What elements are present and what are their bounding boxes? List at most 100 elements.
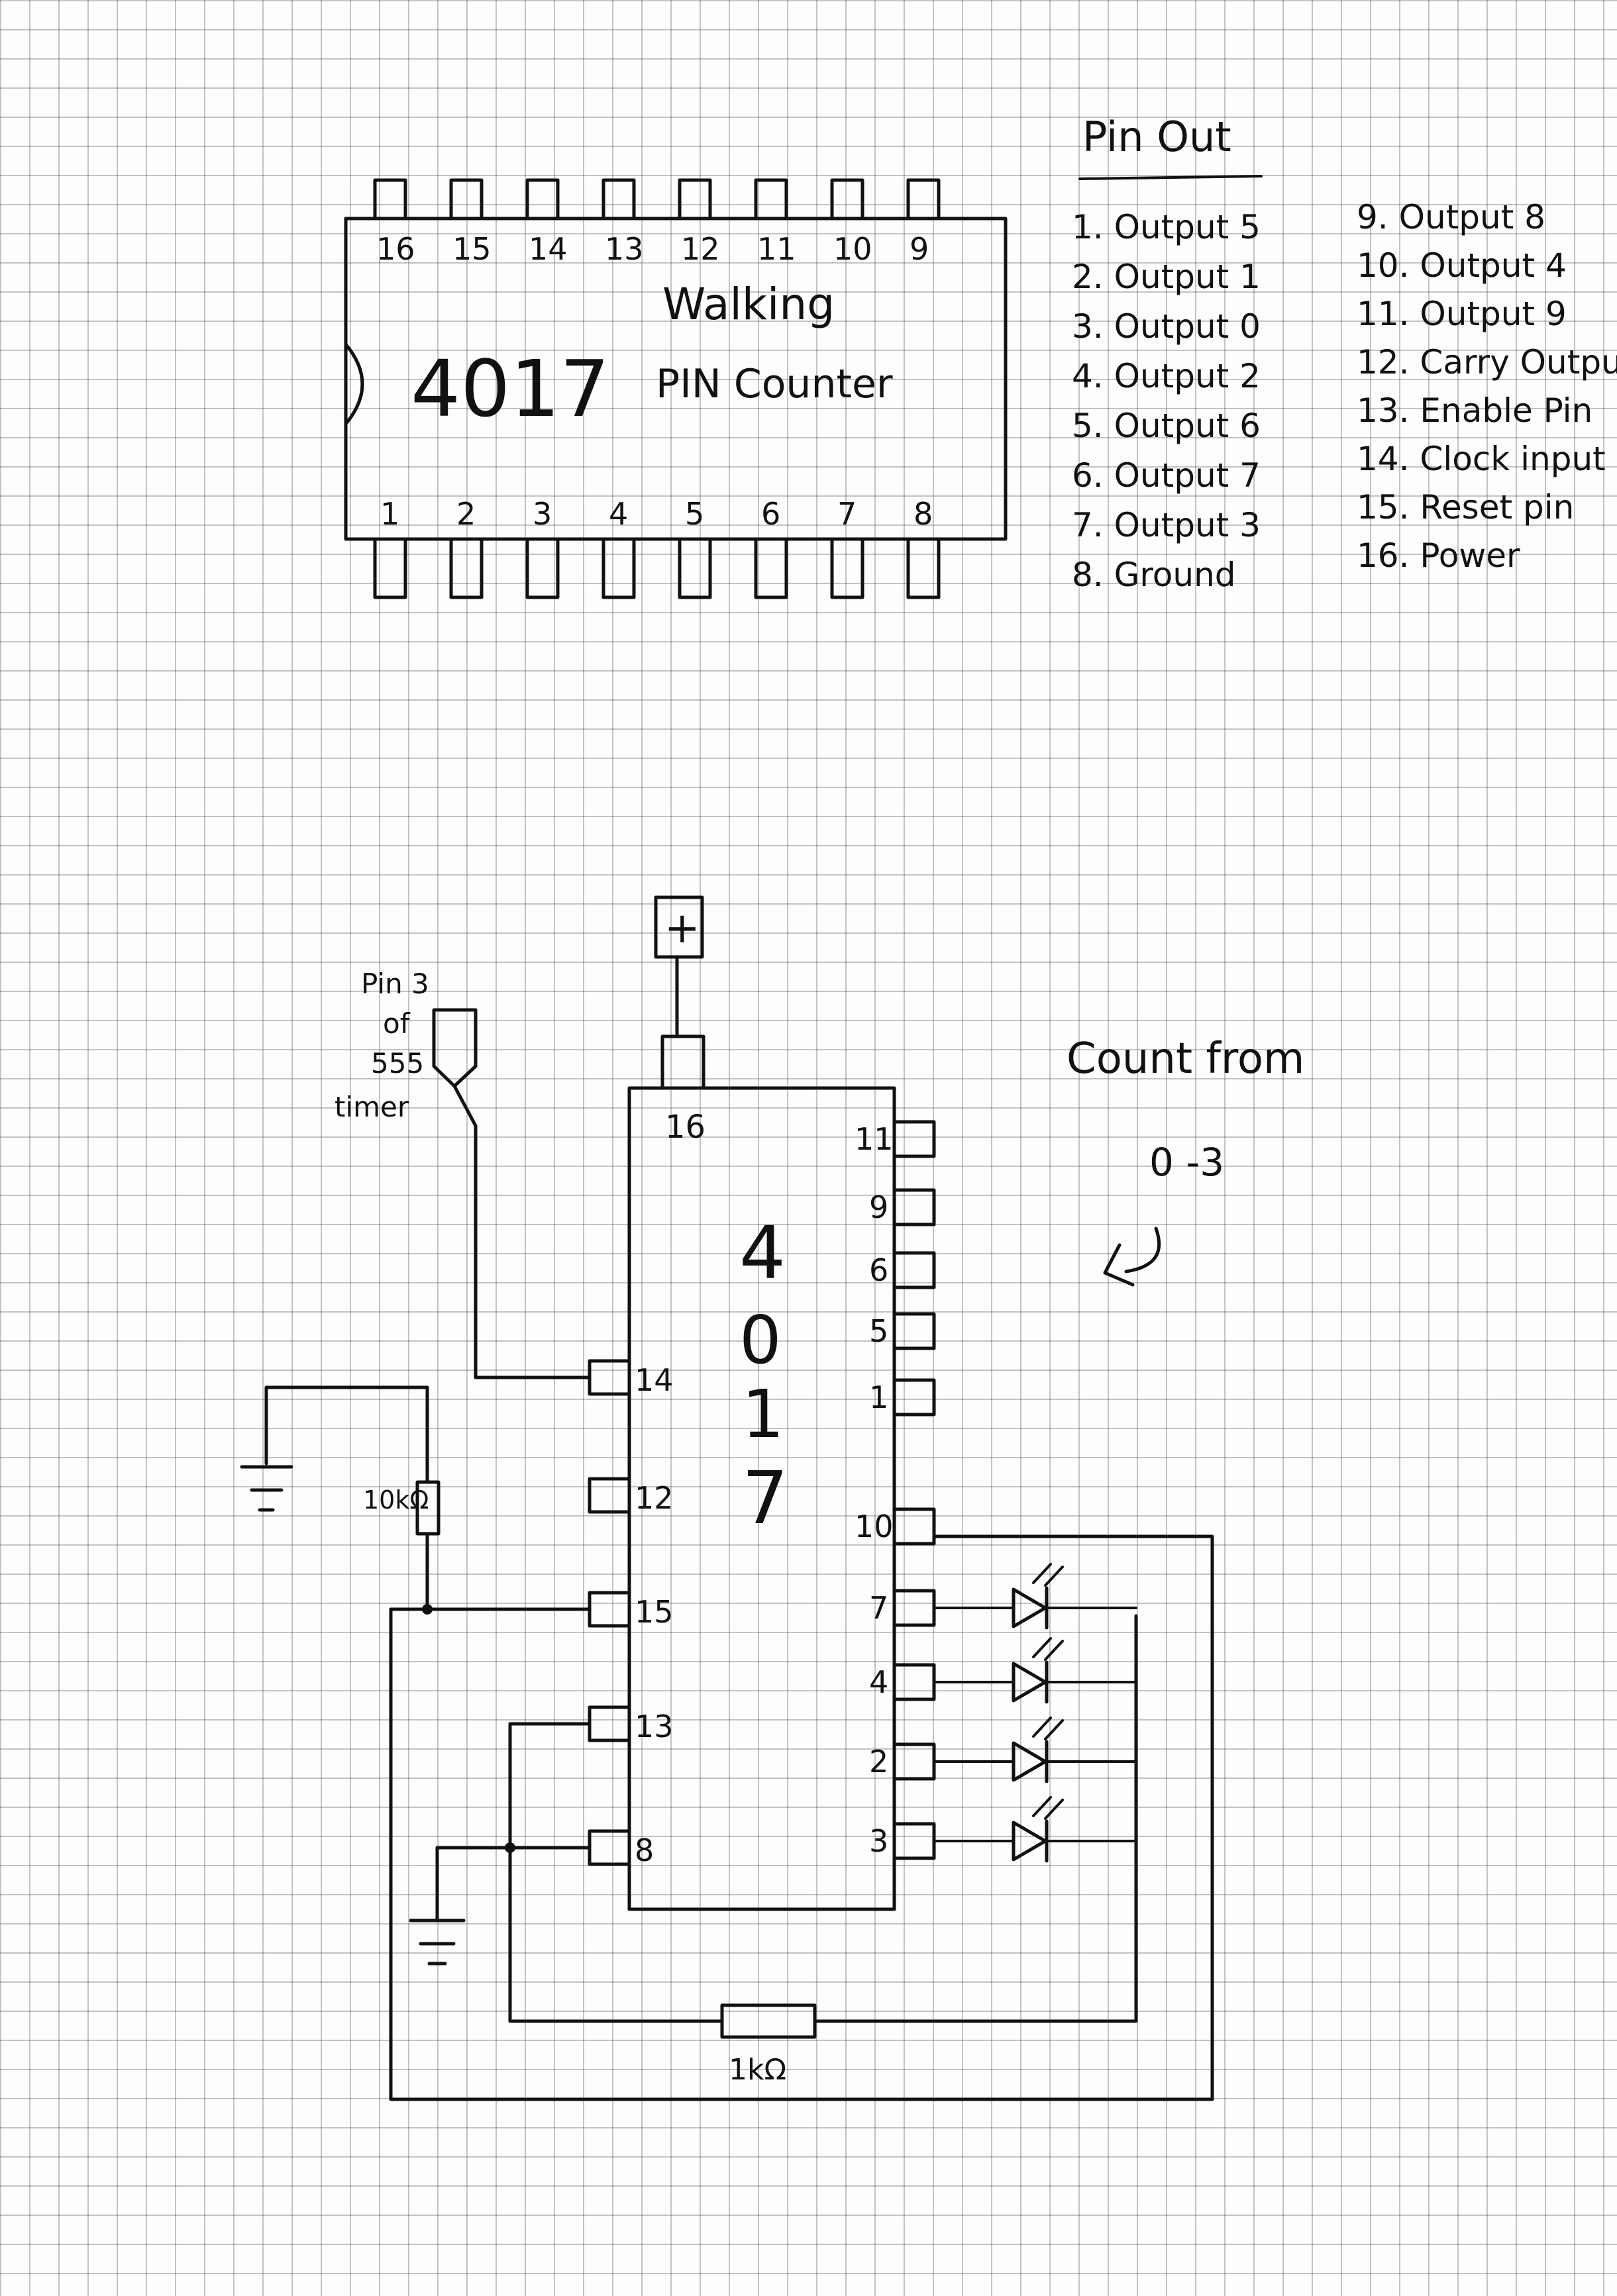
count-note-line2: 0 -3 <box>1149 1140 1224 1185</box>
pin10-label: 10 <box>855 1509 894 1544</box>
schematic: + 16 4 0 1 7 14 12 15 13 8 119651107423 … <box>240 895 1304 2101</box>
chip-top-pin-label: 15 <box>452 231 492 267</box>
chip-top-pin-15 <box>449 178 484 221</box>
chip-bottom-pin-label: 1 <box>380 496 399 532</box>
pin1-tab <box>892 1378 936 1417</box>
chip-top-pin-label: 9 <box>910 231 929 267</box>
chip-bottom-pin-1 <box>373 537 407 599</box>
chip-top-pin-9 <box>906 178 941 221</box>
chip-body <box>344 217 1008 541</box>
pinout-entry: 12. Carry Output <box>1357 343 1617 381</box>
chip-top-pin-14 <box>525 178 560 221</box>
enable-wire <box>508 1722 724 2023</box>
diode-icon <box>1012 1587 1047 1628</box>
pinout-entry: 3. Output 0 <box>1072 307 1261 346</box>
timer-label-line1: Pin 3 <box>361 968 429 1000</box>
chip-top-pin-label: 14 <box>529 231 568 267</box>
pinout-entry: 10. Output 4 <box>1357 246 1567 285</box>
pin6-label: 6 <box>869 1252 888 1288</box>
chip-top-pin-label: 10 <box>833 231 872 267</box>
pinout-entry: 5. Output 6 <box>1072 407 1261 445</box>
chip-top-pin-label: 13 <box>605 231 644 267</box>
pin9-label: 9 <box>869 1189 888 1225</box>
ground-wire <box>435 1846 592 1922</box>
clock-wire <box>452 1084 592 1379</box>
diode-icon <box>1012 1741 1047 1782</box>
pinout-entry: 13. Enable Pin <box>1357 391 1592 430</box>
ic-digit-4: 4 <box>739 1211 786 1295</box>
chip-bottom-pin-label: 7 <box>837 496 857 532</box>
pinout-column-right: 9. Output 8 10. Output 4 11. Output 9 12. C… <box>1357 198 1617 575</box>
ic-digit-1: 1 <box>742 1375 784 1453</box>
pinout-entry: 1. Output 5 <box>1072 208 1261 246</box>
led-1 <box>933 1637 1137 1704</box>
pin14-label: 14 <box>635 1362 674 1398</box>
pinout-entry: 16. Power <box>1357 536 1520 575</box>
chip-top-pin-16 <box>373 178 407 221</box>
pin2-tab <box>892 1742 936 1781</box>
timer-input-connector <box>432 1008 478 1088</box>
chip-top-pin-label: 16 <box>376 231 415 267</box>
led-2 <box>933 1717 1137 1783</box>
pinout-entry: 8. Ground <box>1072 556 1236 594</box>
chip-top-pin-10 <box>830 178 864 221</box>
chip-bottom-pin-label: 5 <box>685 496 704 532</box>
chip-bottom-pin-5 <box>678 537 712 599</box>
chip-caption-walking: Walking <box>662 279 835 330</box>
pin4-label: 4 <box>869 1664 888 1700</box>
pin14-tab <box>588 1359 631 1396</box>
chip-top-pin-13 <box>601 178 636 221</box>
pinout-entry: 15. Reset pin <box>1357 488 1574 526</box>
pin16-tab <box>660 1034 705 1090</box>
pin7-tab <box>892 1589 936 1627</box>
resistor-1k-label: 1kΩ <box>729 2053 786 2087</box>
diode-icon <box>1012 1821 1047 1862</box>
pinout-title: Pin Out <box>1082 113 1231 161</box>
pin16-label: 16 <box>665 1109 705 1146</box>
timer-label-line2: of <box>383 1007 411 1040</box>
chip-bottom-pin-7 <box>830 537 864 599</box>
chip-bottom-pins: 1 2 3 4 5 6 7 8 <box>373 496 941 599</box>
pinout-entry: 14. Clock input <box>1357 440 1606 478</box>
ic-digit-0: 0 <box>739 1301 782 1379</box>
chip-bottom-pin-6 <box>754 537 788 599</box>
chip-bottom-pin-8 <box>906 537 941 599</box>
pin13-tab <box>588 1705 631 1742</box>
pin3-tab <box>892 1822 936 1860</box>
chip-caption-counter: PIN Counter <box>656 361 893 407</box>
pin4-tab <box>892 1663 936 1701</box>
chip-bottom-pin-4 <box>601 537 636 599</box>
pinout-entry: 9. Output 8 <box>1357 198 1545 236</box>
chip-notch <box>344 342 364 426</box>
pin6-tab <box>892 1251 936 1289</box>
pinout-entry: 7. Output 3 <box>1072 506 1261 544</box>
chip-bottom-pin-3 <box>525 537 560 599</box>
pinout-entry: 6. Output 7 <box>1072 456 1261 495</box>
pin8-tab <box>588 1829 631 1866</box>
chip-bottom-pin-label: 8 <box>913 496 933 532</box>
chip-bottom-pin-label: 3 <box>533 496 552 532</box>
chip-bottom-pin-2 <box>449 537 484 599</box>
pin15-tab <box>588 1591 631 1628</box>
reset-feedback-wire <box>389 1534 1214 2101</box>
chip-bottom-pin-label: 4 <box>609 496 628 532</box>
light-rays-icon <box>1032 1637 1064 1661</box>
chip-bottom-pin-label: 6 <box>761 496 780 532</box>
chip-top-pin-12 <box>678 178 712 221</box>
pinout-entry: 11. Output 9 <box>1357 295 1567 333</box>
chip-top-pin-label: 11 <box>757 231 796 267</box>
chip-bottom-pin-label: 2 <box>456 496 476 532</box>
pin11-tab <box>892 1120 936 1158</box>
pinout-entry: 2. Output 1 <box>1072 258 1261 296</box>
pinout-column-left: 1. Output 52. Output 13. Output 04. Outp… <box>1072 208 1261 594</box>
diode-icon <box>1012 1662 1047 1703</box>
pin10-tab <box>892 1507 936 1546</box>
pulldown-ground-wire <box>264 1385 429 1484</box>
ic-digit-7: 7 <box>742 1456 788 1540</box>
timer-label-line4: timer <box>335 1091 409 1123</box>
reset-junction-dot <box>422 1604 433 1615</box>
timer-label-line3: 555 <box>371 1047 424 1079</box>
